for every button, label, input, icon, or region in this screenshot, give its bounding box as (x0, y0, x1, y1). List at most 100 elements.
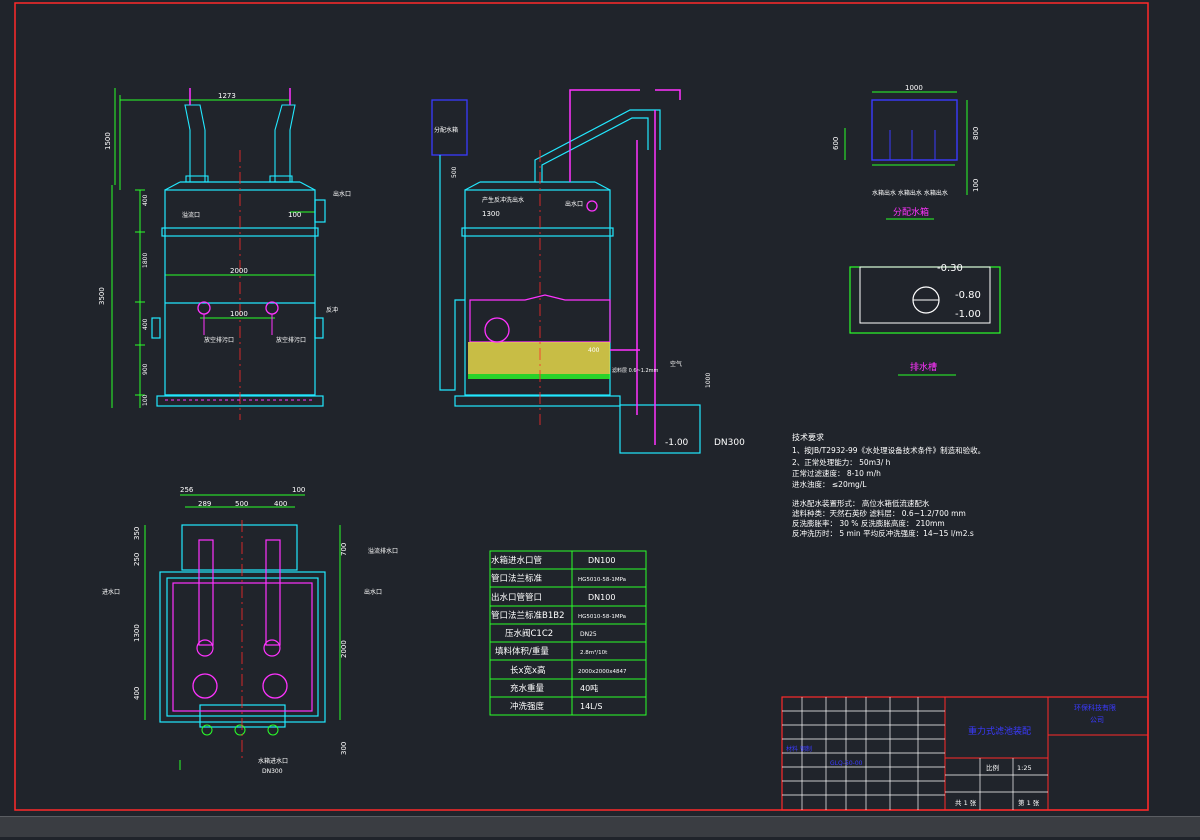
tech-line: 2、正常处理能力： 50m3/ h (792, 457, 891, 467)
tech-line: 进水浊度： ≤20mg/L (792, 479, 867, 489)
spec-value: HG5010-58-1MPa (578, 577, 626, 583)
dim-total-height: 3500 (98, 287, 106, 305)
plan-dim-400-left: 400 (133, 687, 141, 700)
dim-seg-400a: 400 (142, 194, 149, 206)
plan-label-top-right: 溢流排水口 (368, 547, 398, 555)
plan-dim-400: 400 (274, 500, 287, 508)
well-level-bottom: -1.00 (955, 309, 981, 320)
label-side: 反冲 (326, 306, 338, 314)
tech-requirements: 技术要求 1、按JB/T2932-99《水处理设备技术条件》制造和验收。 2、正… (792, 432, 985, 538)
plan-dim-289: 289 (198, 500, 211, 508)
title-block: 重力式滤池装配 环保科技有限 公司 比例 1:25 共 1 张 第 1 张 材料… (781, 696, 1149, 811)
plan-dim-500: 500 (235, 500, 248, 508)
spec-label: 水箱进水口管 (491, 555, 542, 566)
title-scale-label: 比例 (986, 763, 999, 772)
side-view: 分配水箱 500 1300 产生反冲洗出水 出水口 400 滤料层 0.6~1.… (431, 89, 745, 454)
side-label-outlet: 出水口 (565, 200, 583, 208)
tech-line: 正常过滤速度： 8-10 m/h (792, 468, 881, 478)
dim-seg-1800: 1800 (142, 253, 149, 268)
side-label-dn: DN300 (714, 438, 745, 448)
dim-inner-width: 2000 (230, 267, 248, 275)
distribution-tank-view: 1000 800 600 100 水箱出水 水箱出水 水箱出水 分配水箱 (832, 84, 980, 220)
tech-line: 反冲洗历时： 5 min 平均反冲洗强度：14~15 l/m2.s (792, 528, 974, 538)
command-bar[interactable] (0, 816, 1200, 837)
side-dim-400: 400 (588, 347, 600, 354)
spec-value: DN25 (580, 631, 597, 638)
tank-dim-width: 1000 (905, 84, 923, 92)
label-outlet: 出水口 (333, 190, 351, 198)
filter-media (468, 342, 610, 374)
spec-table: 水箱进水口管 DN100 管口法兰标准 HG5010-58-1MPa 出水口管管… (489, 550, 647, 716)
title-company-line2: 公司 (1090, 716, 1104, 724)
label-overflow: 溢流口 (182, 211, 200, 219)
spec-value: 2000x2000x4847 (578, 669, 627, 675)
plan-label-bottom: 水箱进水口 (258, 757, 288, 765)
spec-value: 40吨 (580, 683, 598, 693)
plan-dim-1300: 1300 (133, 624, 141, 642)
plan-dim-300: 300 (340, 742, 348, 755)
tank-dim-height: 800 (972, 127, 980, 140)
label-drain-right: 放空排污口 (276, 336, 306, 344)
spec-value: 2.8m³/10t (580, 649, 608, 656)
well-level-mid: -0.80 (955, 290, 981, 301)
title-company-line1: 环保科技有限 (1074, 703, 1116, 712)
spec-label: 管口法兰标准 (491, 573, 543, 584)
spec-value: 14L/S (580, 702, 602, 711)
tank-label-outlets: 水箱出水 水箱出水 水箱出水 (872, 189, 948, 197)
plan-view: 256 100 289 500 400 350 250 700 1300 400… (102, 486, 398, 775)
well-level-top: -0.30 (937, 263, 963, 274)
plan-label-left: 进水口 (102, 588, 120, 596)
drain-well-view: -0.30 -0.80 -1.00 排水槽 (849, 263, 1001, 376)
plan-dim-2000: 2000 (340, 640, 348, 658)
side-label-tank: 分配水箱 (434, 126, 458, 134)
label-drain-left: 放空排污口 (204, 336, 234, 344)
tech-line: 滤料种类：天然石英砂 滤料层： 0.6~1.2/700 mm (792, 508, 966, 518)
spec-label: 长x宽x高 (510, 665, 546, 676)
well-title: 排水槽 (910, 361, 937, 373)
dim-height-top: 1500 (104, 132, 112, 150)
spec-label: 充水重量 (510, 683, 545, 694)
drawing-frame (14, 2, 1149, 811)
dim-inlet-spacing: 1000 (230, 310, 248, 318)
side-label-media: 滤料层 0.6~1.2mm (612, 367, 659, 374)
spec-value: DN100 (588, 556, 615, 565)
side-dim-1300: 1300 (482, 210, 500, 218)
side-level: -1.00 (665, 438, 689, 448)
tank-title: 分配水箱 (893, 206, 929, 218)
tech-line: 1、按JB/T2932-99《水处理设备技术条件》制造和验收。 (792, 445, 985, 455)
front-view: 1273 1500 3500 400 1800 400 900 100 2000… (98, 88, 351, 420)
plan-label-right: 出水口 (364, 588, 382, 596)
title-drawing-number: GLQ-50-00 (830, 760, 863, 767)
plan-dim-250: 250 (133, 553, 141, 566)
spec-label: 压水阀C1C2 (505, 628, 553, 639)
title-sheet-total: 共 1 张 (955, 798, 977, 807)
side-dim-1000: 1000 (705, 373, 712, 388)
dim-seg-400b: 400 (142, 318, 149, 330)
spec-label: 冲洗强度 (510, 701, 545, 712)
title-material: 材料 钢制 (786, 745, 812, 753)
dim-top-width: 1273 (218, 92, 236, 100)
dim-seg-100: 100 (142, 394, 149, 406)
plan-dim-256: 256 (180, 486, 194, 494)
plan-dim-350: 350 (133, 527, 141, 540)
tech-line: 进水配水装置形式： 高位水箱低流速配水 (792, 498, 930, 508)
dim-outlet-offset: 100 (288, 211, 301, 219)
title-drawing-name: 重力式滤池装配 (968, 725, 1031, 737)
plan-dim-700: 700 (340, 543, 348, 556)
spec-value: DN100 (588, 593, 615, 602)
side-label-top: 产生反冲洗出水 (482, 196, 524, 204)
side-label-air: 空气 (670, 360, 682, 368)
spec-label: 出水口管管口 (491, 592, 542, 603)
spec-label: 管口法兰标准B1B2 (491, 610, 564, 621)
tech-title: 技术要求 (792, 432, 824, 442)
tank-dim-bottom: 100 (972, 179, 980, 192)
title-scale-value: 1:25 (1017, 764, 1032, 772)
spec-value: HG5010-58-1MPa (578, 614, 626, 620)
plan-dim-100: 100 (292, 486, 305, 494)
plan-label-bottom-sub: DN300 (262, 768, 283, 775)
title-sheet-index: 第 1 张 (1018, 798, 1040, 807)
tech-line: 反洗膨胀率： 30 % 反洗膨胀高度： 210mm (792, 518, 945, 528)
dim-seg-900: 900 (142, 363, 149, 375)
spec-label: 填料体积/重量 (495, 646, 549, 657)
